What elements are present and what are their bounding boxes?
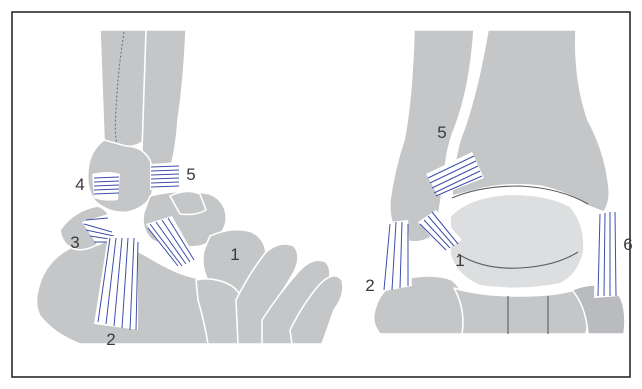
label-1: 1: [230, 245, 239, 264]
posterior-label-2: 2: [365, 276, 374, 295]
ligament-5: [150, 162, 180, 190]
tibia-bone: [100, 30, 148, 147]
label-6: 6: [623, 235, 632, 254]
label-4: 4: [75, 175, 84, 194]
label-3: 3: [70, 233, 79, 252]
posterior-label-1: 1: [455, 251, 464, 270]
ligament-6: [594, 210, 620, 298]
posterior-talus-bone: [450, 194, 584, 289]
ligament-4: [92, 172, 120, 201]
label-5: 5: [186, 165, 195, 184]
posterior-label-5: 5: [437, 123, 446, 142]
label-2: 2: [106, 330, 115, 349]
